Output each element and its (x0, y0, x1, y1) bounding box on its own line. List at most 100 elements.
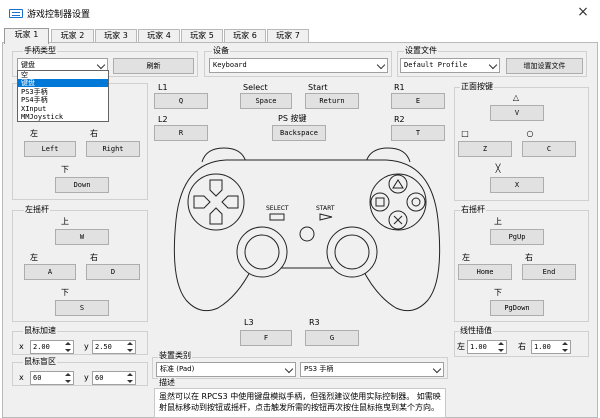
handler-dropdown: 空 键盘 PS3手柄 PS4手柄 XInput MMJoystick (17, 70, 109, 122)
close-icon[interactable]: × (577, 4, 589, 20)
mouse-accel-group (12, 331, 148, 355)
chevron-down-icon (432, 364, 442, 374)
r3-button[interactable]: G (305, 330, 359, 346)
start-button[interactable]: Return (305, 93, 359, 109)
r2-label: R2 (394, 115, 405, 124)
chevron-down-icon (96, 60, 106, 70)
tab-player-3[interactable]: 玩家 3 (95, 29, 137, 43)
r1-button[interactable]: E (391, 93, 445, 109)
tab-player-4[interactable]: 玩家 4 (138, 29, 180, 43)
start-text: START (316, 205, 335, 212)
lerp-right-value: 1.00 (534, 343, 551, 351)
spin-arrows-icon[interactable] (126, 342, 134, 352)
lerp-left-input[interactable]: 1.00 (467, 340, 507, 354)
left-stick-label: 左摇杆 (24, 205, 50, 215)
rs-right-button[interactable]: End (522, 264, 576, 280)
select-button[interactable]: Space (240, 93, 292, 109)
ls-right-label: 右 (90, 253, 98, 262)
refresh-button[interactable]: 刷新 (113, 58, 194, 74)
spin-arrows-icon[interactable] (497, 342, 505, 352)
ps-button[interactable]: Backspace (272, 125, 326, 141)
dropdown-option-ps3[interactable]: PS3手柄 (21, 88, 48, 96)
tab-player-1[interactable]: 玩家 1 (4, 28, 49, 44)
ls-up-button[interactable]: W (55, 229, 109, 245)
triangle-button[interactable]: V (490, 105, 544, 121)
dpad-shape (187, 173, 245, 231)
left-stick-group (12, 210, 148, 322)
circle-icon: ○ (526, 129, 534, 138)
ps-button-shape (299, 226, 315, 242)
tab-player-5[interactable]: 玩家 5 (181, 29, 223, 43)
dropdown-option-none[interactable]: 空 (21, 71, 28, 79)
select-text: SELECT (266, 205, 289, 212)
triangle-icon: △ (512, 93, 520, 102)
dpad-left-button[interactable]: Left (24, 141, 76, 157)
right-stick-label: 右摇杆 (460, 205, 486, 215)
device-class-label: 装置类别 (158, 351, 192, 361)
rs-left-button[interactable]: Home (458, 264, 512, 280)
right-stick-inner (334, 234, 370, 270)
mouse-accel-x-label: x (19, 342, 24, 351)
tab-player-6[interactable]: 玩家 6 (224, 29, 266, 43)
tab-player-7[interactable]: 玩家 7 (267, 29, 309, 43)
select-pad-shape (269, 213, 285, 221)
circle-button[interactable]: C (522, 141, 576, 157)
ls-left-button[interactable]: A (24, 264, 76, 280)
handler-label: 手柄类型 (23, 46, 57, 56)
cross-button[interactable]: X (490, 177, 544, 193)
spin-arrows-icon[interactable] (126, 373, 134, 383)
mouse-accel-y-input[interactable]: 2.50 (92, 340, 136, 354)
title-bar: 游戏控制器设置 × (0, 0, 600, 26)
profile-select[interactable]: Default Profile (400, 58, 500, 73)
spin-arrows-icon[interactable] (561, 342, 569, 352)
chevron-down-icon (284, 364, 294, 374)
dpad-down-button[interactable]: Down (55, 177, 109, 193)
mouse-accel-x-input[interactable]: 2.00 (30, 340, 74, 354)
dropdown-option-keyboard[interactable]: 键盘 (18, 79, 108, 87)
face-buttons-shape (369, 173, 427, 231)
dropdown-option-mmjoystick[interactable]: MMJoystick (21, 113, 64, 121)
description-text: 虽然可以在 RPCS3 中使用键盘模拟手柄，但强烈建议使用实际控制器。 如需映射… (154, 388, 446, 418)
dpad-down-label: 下 (61, 165, 69, 174)
l1-button[interactable]: Q (154, 93, 208, 109)
ls-down-button[interactable]: S (55, 300, 109, 316)
lerp-left-value: 1.00 (470, 343, 487, 351)
lerp-label: 线性插值 (459, 326, 493, 336)
mouse-accel-x-value: 2.00 (33, 343, 50, 351)
r3-label: R3 (309, 318, 320, 327)
lerp-right-input[interactable]: 1.00 (531, 340, 571, 354)
square-button[interactable]: Z (458, 141, 512, 157)
dpad-right-label: 右 (90, 129, 98, 138)
spin-arrows-icon[interactable] (64, 373, 72, 383)
dpad-right-button[interactable]: Right (86, 141, 140, 157)
l3-button[interactable]: F (240, 330, 292, 346)
dropdown-option-xinput[interactable]: XInput (21, 105, 47, 113)
tab-player-2[interactable]: 玩家 2 (51, 29, 94, 43)
l1-shoulder-shape (201, 147, 247, 163)
device-subclass-select[interactable]: PS3 手柄 (300, 362, 444, 377)
square-icon: □ (461, 129, 469, 138)
mouse-dead-y-label: y (84, 373, 89, 382)
start-pad-shape (319, 213, 333, 221)
r1-label: R1 (394, 83, 405, 92)
face-buttons-group (454, 87, 589, 201)
l2-button[interactable]: R (154, 125, 208, 141)
left-stick-inner (244, 234, 280, 270)
l3-label: L3 (244, 318, 254, 327)
mouse-dead-y-input[interactable]: 60 (92, 371, 136, 385)
rs-up-button[interactable]: PgUp (490, 229, 544, 245)
add-profile-button[interactable]: 增加设置文件 (506, 58, 583, 74)
device-class-select[interactable]: 标准 (Pad) (156, 362, 296, 377)
lerp-right-label: 右 (518, 342, 526, 351)
mouse-dead-x-value: 60 (33, 374, 42, 382)
right-stick-group (454, 210, 589, 322)
spin-arrows-icon[interactable] (64, 342, 72, 352)
device-group (204, 51, 392, 77)
dpad-left-label: 左 (30, 129, 38, 138)
device-select[interactable]: Keyboard (209, 58, 388, 73)
rs-down-button[interactable]: PgDown (490, 300, 544, 316)
mouse-dead-x-input[interactable]: 60 (30, 371, 74, 385)
dropdown-option-ps4[interactable]: PS4手柄 (21, 96, 48, 104)
r2-button[interactable]: T (391, 125, 445, 141)
ls-right-button[interactable]: D (86, 264, 140, 280)
